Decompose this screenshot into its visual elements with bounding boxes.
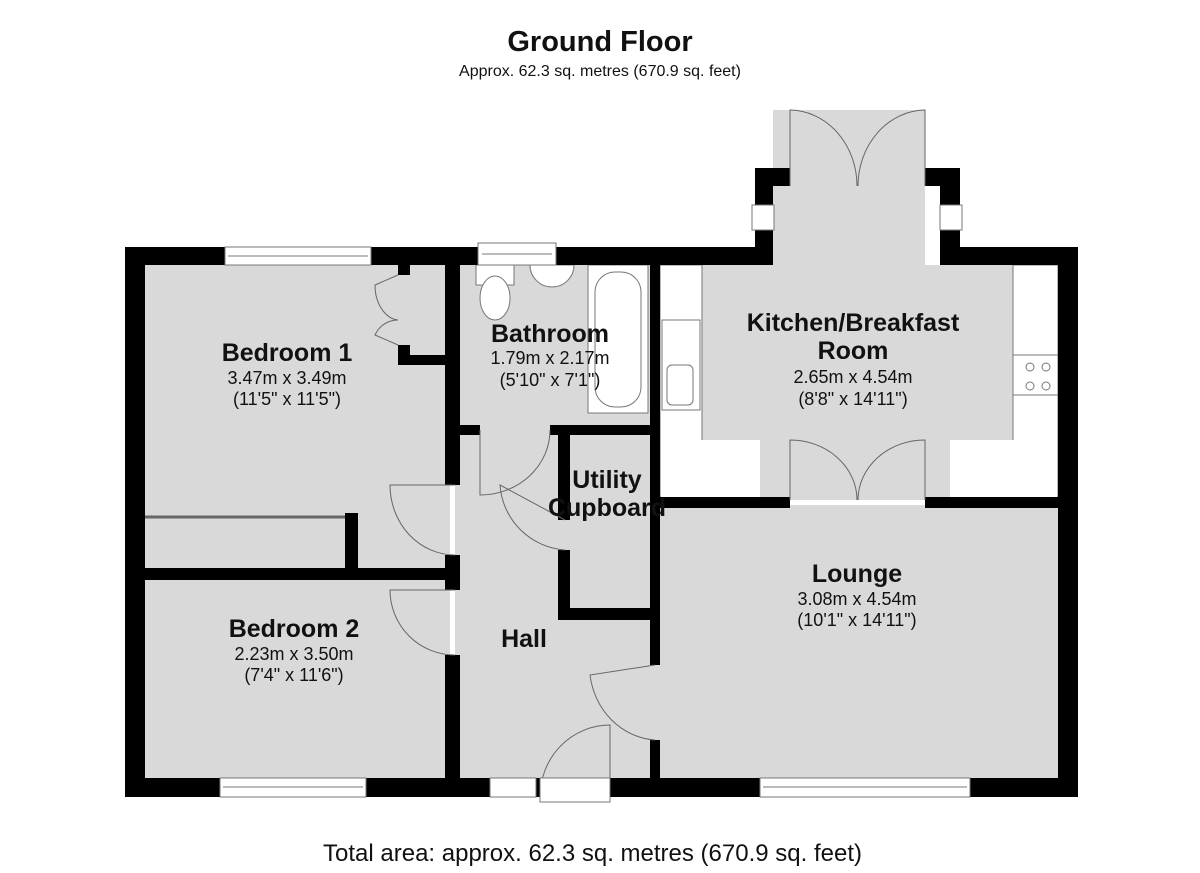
svg-text:1.79m x 2.17m: 1.79m x 2.17m	[490, 348, 609, 368]
svg-text:Kitchen/Breakfast: Kitchen/Breakfast	[747, 309, 960, 337]
svg-text:2.23m x 3.50m: 2.23m x 3.50m	[234, 644, 353, 664]
room-bedroom-2: Bedroom 2 2.23m x 3.50m (7'4" x 11'6")	[229, 615, 360, 685]
svg-text:(11'5" x 11'5"): (11'5" x 11'5")	[233, 389, 341, 409]
hob-icon	[1012, 354, 1059, 396]
room-kitchen: Kitchen/Breakfast Room 2.65m x 4.54m (8'…	[747, 309, 960, 409]
svg-text:Bedroom 2: Bedroom 2	[229, 615, 360, 643]
svg-text:(5'10" x 7'1"): (5'10" x 7'1")	[500, 370, 601, 390]
floor-title: Ground Floor	[507, 26, 693, 58]
basin-icon	[529, 264, 575, 288]
windows	[219, 204, 971, 798]
floor-areas	[145, 110, 1060, 780]
room-hall: Hall	[501, 625, 547, 653]
room-bathroom: Bathroom 1.79m x 2.17m (5'10" x 7'1")	[490, 320, 609, 390]
room-lounge: Lounge 3.08m x 4.54m (10'1" x 14'11")	[797, 560, 916, 630]
svg-text:Bedroom 1: Bedroom 1	[222, 339, 353, 367]
svg-text:Bathroom: Bathroom	[491, 320, 609, 348]
svg-text:Lounge: Lounge	[812, 560, 902, 588]
svg-text:(8'8" x 14'11"): (8'8" x 14'11")	[798, 389, 907, 409]
svg-text:(7'4" x 11'6"): (7'4" x 11'6")	[244, 665, 343, 685]
floor-area-subtitle: Approx. 62.3 sq. metres (670.9 sq. feet)	[459, 63, 741, 80]
room-bedroom-1: Bedroom 1 3.47m x 3.49m (11'5" x 11'5")	[222, 339, 353, 409]
svg-text:Room: Room	[818, 337, 889, 365]
sink-icon	[666, 364, 694, 406]
svg-text:Utility: Utility	[572, 466, 642, 494]
svg-text:Cupboard: Cupboard	[548, 494, 666, 522]
svg-text:3.47m x 3.49m: 3.47m x 3.49m	[227, 368, 346, 388]
room-utility-cupboard: Utility Cupboard	[548, 466, 666, 522]
total-area: Total area: approx. 62.3 sq. metres (670…	[323, 840, 862, 867]
svg-text:2.65m x 4.54m: 2.65m x 4.54m	[793, 367, 912, 387]
svg-text:3.08m x 4.54m: 3.08m x 4.54m	[797, 589, 916, 609]
door-swings	[374, 109, 926, 803]
svg-text:(10'1" x 14'11"): (10'1" x 14'11")	[797, 610, 916, 630]
svg-text:Hall: Hall	[501, 625, 547, 653]
